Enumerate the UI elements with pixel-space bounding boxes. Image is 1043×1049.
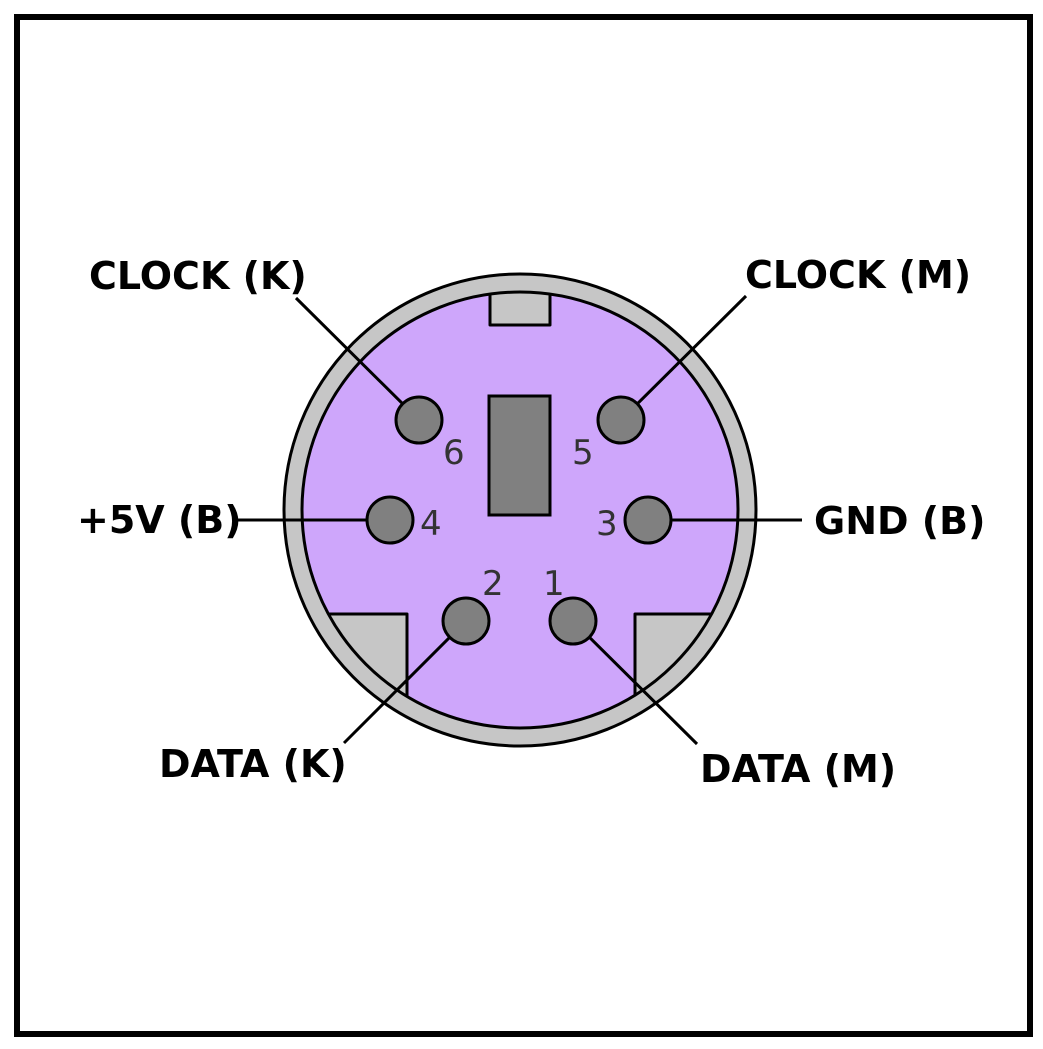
pin-number-4: 4 [420,504,442,544]
pin-5 [596,395,646,445]
center-key [487,394,552,517]
pin-label-5v-b: +5V (B) [77,498,242,542]
pin-number-5: 5 [572,433,594,473]
pin-3 [623,495,673,545]
pin-4 [365,495,415,545]
pin-number-3: 3 [596,504,618,544]
pin-number-6: 6 [443,433,465,473]
pin-label-clock-k: CLOCK (K) [89,254,307,298]
pin-label-gnd-b: GND (B) [814,499,985,543]
pin-number-2: 2 [482,564,504,604]
leader-line-pin-1 [571,619,699,746]
pin-1 [548,596,598,646]
leader-line-pin-5 [619,294,748,422]
leader-line-pin-6 [294,296,421,422]
pin-label-data-m: DATA (M) [700,747,896,791]
pin-label-data-k: DATA (K) [159,742,347,786]
pin-label-clock-m: CLOCK (M) [745,253,971,297]
leader-line-pin-2 [342,619,468,745]
connector-insulator [302,292,738,728]
pin-6 [394,395,444,445]
pin-2 [441,596,491,646]
pin-number-1: 1 [543,564,565,604]
